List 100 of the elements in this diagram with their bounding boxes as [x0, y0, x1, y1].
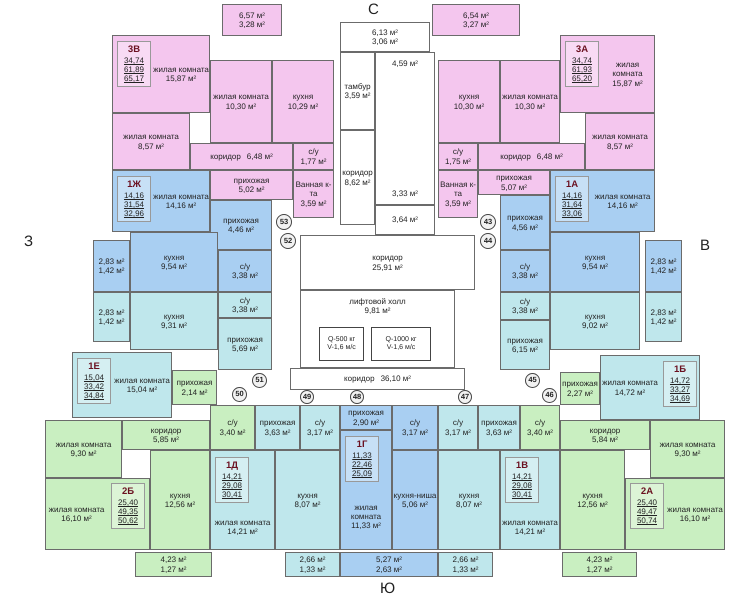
area-label: 14,72 м² [614, 388, 646, 397]
room-name: кухня [458, 92, 480, 102]
area-figure: 29,08 [512, 480, 532, 490]
area-label: 3,64 м² [392, 215, 418, 225]
room [190, 143, 293, 170]
room-name: с/у [520, 262, 530, 271]
area-figure: 30,41 [512, 490, 532, 500]
area-label: 6,54 м² [463, 10, 489, 20]
room-name: с/у [240, 296, 250, 305]
area-label: 5,02 м² [238, 185, 264, 194]
area-label: 1,42 м² [98, 266, 124, 276]
room [550, 232, 640, 292]
area-label: 3,59 м² [344, 91, 370, 100]
balcony-area [438, 552, 493, 577]
room [438, 450, 500, 550]
area-figure: 34,74 [572, 56, 592, 65]
apartment-info-box [555, 176, 589, 222]
balcony-area [645, 240, 682, 292]
room [72, 352, 172, 418]
apartment-info-box [565, 41, 599, 87]
area-label: 2,27 м² [567, 388, 593, 398]
room-name: с/у [240, 262, 250, 271]
room-name: Ванная к-та [294, 180, 332, 199]
area-label: 9,54 м² [582, 262, 608, 272]
area-figure: 15,04 [84, 372, 104, 382]
area-label: 2,63 м² [376, 564, 402, 574]
area-label: 15,87 м² [612, 78, 643, 88]
area-figure: 34,74 [124, 56, 144, 65]
room-name: коридор [150, 426, 182, 435]
room-name: с/у [452, 418, 464, 428]
room-name: прихожая [348, 408, 384, 418]
room [478, 170, 550, 195]
room [255, 405, 300, 450]
area-label: 8,57 м² [607, 142, 633, 151]
room [500, 292, 550, 320]
area-label: 1,42 м² [650, 266, 676, 276]
room-name: жилая комната [502, 92, 558, 102]
room-name: жилая комната [213, 92, 269, 102]
room [650, 420, 725, 478]
area-label: 10,30 м² [226, 102, 256, 111]
area-figure: 65,17 [124, 74, 144, 84]
room-name: кухня [584, 312, 606, 321]
apartment-info-box [345, 436, 379, 482]
area-label: 1,75 м² [445, 156, 471, 166]
room [550, 292, 640, 350]
room [210, 405, 255, 450]
apartment-info-box [77, 358, 111, 404]
area-label: 1,33 м² [300, 564, 326, 574]
room [130, 232, 218, 292]
area-label: 11,33 м² [351, 521, 381, 530]
compass-letter: Ю [380, 581, 396, 596]
room-name: прихожая [481, 418, 517, 428]
room [500, 450, 560, 550]
balcony-area [432, 4, 520, 36]
room [112, 35, 210, 113]
area-label: 4,46 м² [228, 225, 254, 234]
area-label: 6,48 м² [246, 152, 273, 162]
area-label: 1,77 м² [300, 156, 326, 166]
room [340, 405, 392, 430]
area-label: 12,56 м² [164, 500, 196, 510]
room [478, 405, 520, 450]
area-figure: 14,72 [670, 376, 690, 385]
room-name: с/у [452, 147, 464, 156]
area-label: 3,59 м² [300, 198, 326, 208]
balcony-area [645, 292, 682, 342]
room-name: кухня [584, 252, 606, 262]
area-label: 2,83 м² [650, 308, 676, 317]
compass-letter: З [24, 234, 34, 249]
room-name: жилая комната [602, 378, 658, 388]
area-label: 3,63 м² [264, 428, 290, 437]
elevator-shaft [371, 327, 431, 361]
room-name: кухня [164, 252, 184, 262]
room [560, 420, 650, 450]
area-figure: 61,93 [572, 64, 592, 74]
balcony-area [562, 552, 637, 577]
room [45, 420, 122, 478]
room [45, 478, 150, 550]
room-name: коридор [372, 253, 403, 262]
balcony-area [340, 22, 430, 52]
room-name: кухня [170, 490, 190, 500]
room [500, 195, 550, 250]
area-label: 5,84 м² [592, 435, 618, 444]
area-label: 6,15 м² [512, 345, 538, 354]
room [300, 290, 455, 368]
room [210, 60, 272, 143]
room-name: коридор [590, 426, 620, 435]
area-figure: 25,09 [352, 469, 372, 478]
balcony-area [93, 240, 130, 292]
room-name: прихожая [562, 379, 598, 388]
balcony-area [135, 552, 212, 577]
area-label: 5,27 м² [376, 555, 402, 564]
apartment-code: 1Г [356, 440, 368, 451]
area-label: 1,27 м² [586, 564, 612, 574]
apartment-info-box [663, 361, 697, 407]
room-name: жилая комната [48, 504, 104, 514]
area-label: 2,90 м² [353, 418, 379, 427]
room-name: коридор [210, 152, 241, 162]
room [500, 250, 550, 292]
area-label: 25,91 м² [372, 262, 403, 272]
area-label: 8,07 м² [294, 500, 320, 510]
